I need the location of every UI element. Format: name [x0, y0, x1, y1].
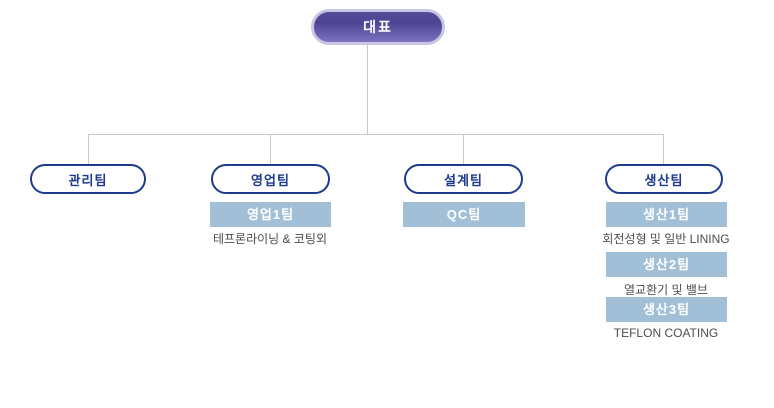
connector-drop-production	[663, 134, 664, 164]
connector-drop-design	[463, 134, 464, 164]
subteam-box-production1: 생산1팀	[606, 202, 727, 227]
team-node-sales: 영업팀	[211, 164, 330, 194]
team-node-design: 설계팀	[404, 164, 523, 194]
subteam-box-qc: QC팀	[403, 202, 525, 227]
root-node-ceo: 대표	[311, 9, 445, 45]
root-node-ceo-label: 대표	[363, 19, 393, 35]
team-node-admin: 관리팀	[30, 164, 146, 194]
subteam-caption-sales1: 테프론라이닝 & 코팅외	[212, 232, 328, 246]
team-node-production-label: 생산팀	[644, 172, 684, 188]
connector-drop-sales	[270, 134, 271, 164]
connector-horizontal-bar	[88, 134, 663, 135]
subteam-caption-production1: 회전성형 및 일반 LINING	[602, 232, 730, 246]
subteam-caption-production3: TEFLON COATING	[613, 326, 719, 340]
subteam-box-production3: 생산3팀	[606, 297, 727, 322]
subteam-caption-production2: 열교환기 및 밸브	[624, 283, 708, 297]
connector-root-vertical	[367, 44, 368, 134]
connector-drop-admin	[88, 134, 89, 164]
team-node-admin-label: 관리팀	[68, 172, 108, 188]
subteam-box-production2: 생산2팀	[606, 252, 727, 277]
team-node-design-label: 설계팀	[444, 172, 483, 188]
team-node-sales-label: 영업팀	[251, 172, 290, 188]
team-node-production: 생산팀	[605, 164, 723, 194]
subteam-box-sales1: 영업1팀	[210, 202, 331, 227]
